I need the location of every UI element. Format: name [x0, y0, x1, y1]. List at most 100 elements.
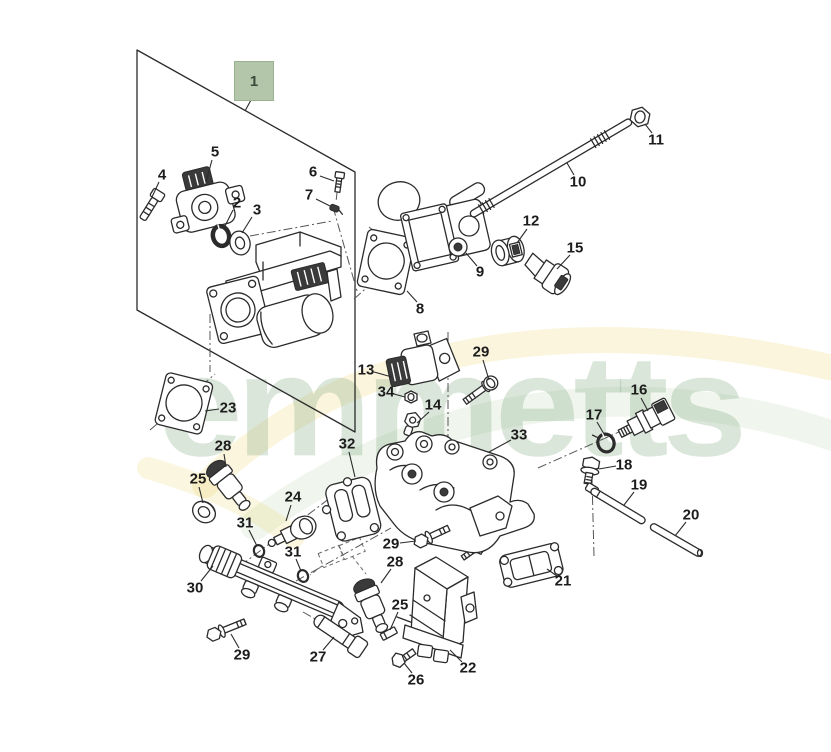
callout-9[interactable]: 9: [475, 263, 485, 281]
leader-29b: [399, 540, 417, 544]
callout-28b[interactable]: 28: [386, 553, 404, 571]
callout-4[interactable]: 4: [157, 166, 167, 184]
callout-2[interactable]: 2: [232, 194, 242, 212]
part-illustration-5: [170, 166, 246, 234]
callout-14[interactable]: 14: [424, 396, 442, 414]
callout-28a[interactable]: 28: [214, 437, 232, 455]
leader-15: [556, 254, 571, 270]
part-illustration-27: [313, 614, 369, 659]
callout-8[interactable]: 8: [415, 300, 425, 318]
callout-26[interactable]: 26: [407, 671, 425, 689]
callout-19[interactable]: 19: [630, 476, 648, 494]
part-illustration-28-lower: [353, 578, 389, 634]
part-illustration-7: [329, 203, 344, 215]
leader-8: [406, 290, 418, 303]
callout-21[interactable]: 21: [554, 572, 572, 590]
part-illustration-29-upper: [462, 375, 499, 405]
part-illustration-19: [584, 482, 646, 525]
callout-32[interactable]: 32: [338, 435, 356, 453]
leader-10: [566, 162, 575, 176]
part-illustration-13: [385, 330, 461, 388]
part-illustration-9: [377, 181, 491, 272]
leader-4: [151, 181, 160, 198]
part-illustration-16: [617, 397, 676, 438]
leader-25a: [198, 486, 204, 504]
part-illustration-24: [267, 515, 317, 548]
callout-29a[interactable]: 29: [472, 343, 490, 361]
leader-lines: [151, 99, 687, 674]
part-illustration-throttle-body: [206, 231, 342, 348]
callout-20[interactable]: 20: [682, 506, 700, 524]
leader-7: [315, 198, 331, 207]
part-illustration-30: [198, 544, 364, 638]
callout-16[interactable]: 16: [630, 381, 648, 399]
leader-18: [598, 465, 617, 470]
leader-31a: [248, 529, 258, 547]
callout-10[interactable]: 10: [569, 173, 587, 191]
leader-22: [449, 649, 463, 663]
part-illustration-21: [499, 542, 564, 588]
leader-11: [644, 123, 653, 134]
kit-boundary-box: [136, 49, 356, 433]
leader-13: [373, 371, 393, 378]
part-illustration-17: [591, 432, 616, 454]
part-illustration-15: [524, 252, 572, 296]
leader-14: [416, 411, 430, 424]
leader-31b: [295, 558, 302, 572]
callout-11[interactable]: 11: [648, 131, 664, 149]
callout-23[interactable]: 23: [219, 399, 237, 417]
part-illustration-2: [210, 223, 232, 249]
leader-29a: [482, 359, 490, 381]
part-illustration-28-upper: [206, 459, 251, 511]
leader-29c: [230, 633, 240, 649]
part-illustration-25-clip: [379, 626, 398, 641]
part-illustration-6: [334, 171, 346, 193]
leader-9: [465, 252, 478, 267]
callout-18[interactable]: 18: [615, 456, 633, 474]
callout-5[interactable]: 5: [210, 143, 220, 161]
callout-22[interactable]: 22: [459, 659, 477, 677]
leader-30: [200, 565, 214, 582]
leader-2: [223, 209, 234, 229]
leader-23: [204, 408, 220, 412]
callout-25a[interactable]: 25: [189, 470, 207, 488]
callout-13[interactable]: 13: [357, 361, 375, 379]
leader-12: [516, 228, 528, 244]
callout-29c[interactable]: 29: [233, 646, 251, 664]
callout-3[interactable]: 3: [252, 201, 262, 219]
part-illustration-20: [649, 523, 704, 558]
callout-31a[interactable]: 31: [236, 514, 254, 532]
part-illustration-29-lower: [206, 618, 247, 642]
callout-25b[interactable]: 25: [391, 596, 409, 614]
leader-25b: [389, 611, 399, 631]
callout-34[interactable]: 34: [377, 383, 395, 401]
callout-1[interactable]: 1: [234, 61, 274, 101]
leader-28a: [223, 453, 227, 468]
part-illustration-12: [490, 235, 525, 267]
leader-27: [322, 636, 335, 651]
part-illustration-29-middle: [413, 524, 451, 549]
callout-27[interactable]: 27: [309, 648, 327, 666]
callout-17[interactable]: 17: [585, 406, 603, 424]
leader-19: [623, 491, 635, 506]
callout-29b[interactable]: 29: [382, 535, 400, 553]
part-illustration-33: [374, 431, 535, 554]
leader-6: [319, 175, 335, 182]
callout-24[interactable]: 24: [284, 488, 302, 506]
swoosh-green-arc: [240, 386, 831, 540]
callout-15[interactable]: 15: [566, 239, 584, 257]
leader-32: [348, 451, 356, 478]
callout-6[interactable]: 6: [308, 163, 318, 181]
callout-30[interactable]: 30: [186, 579, 204, 597]
callout-31b[interactable]: 31: [284, 543, 302, 561]
leader-3: [241, 216, 253, 234]
callout-7[interactable]: 7: [304, 186, 314, 204]
callout-12[interactable]: 12: [522, 212, 540, 230]
leader-34: [393, 393, 406, 398]
part-illustration-34: [404, 390, 418, 404]
part-illustration-22: [402, 556, 478, 664]
leader-24: [285, 504, 292, 522]
callout-33[interactable]: 33: [510, 426, 528, 444]
